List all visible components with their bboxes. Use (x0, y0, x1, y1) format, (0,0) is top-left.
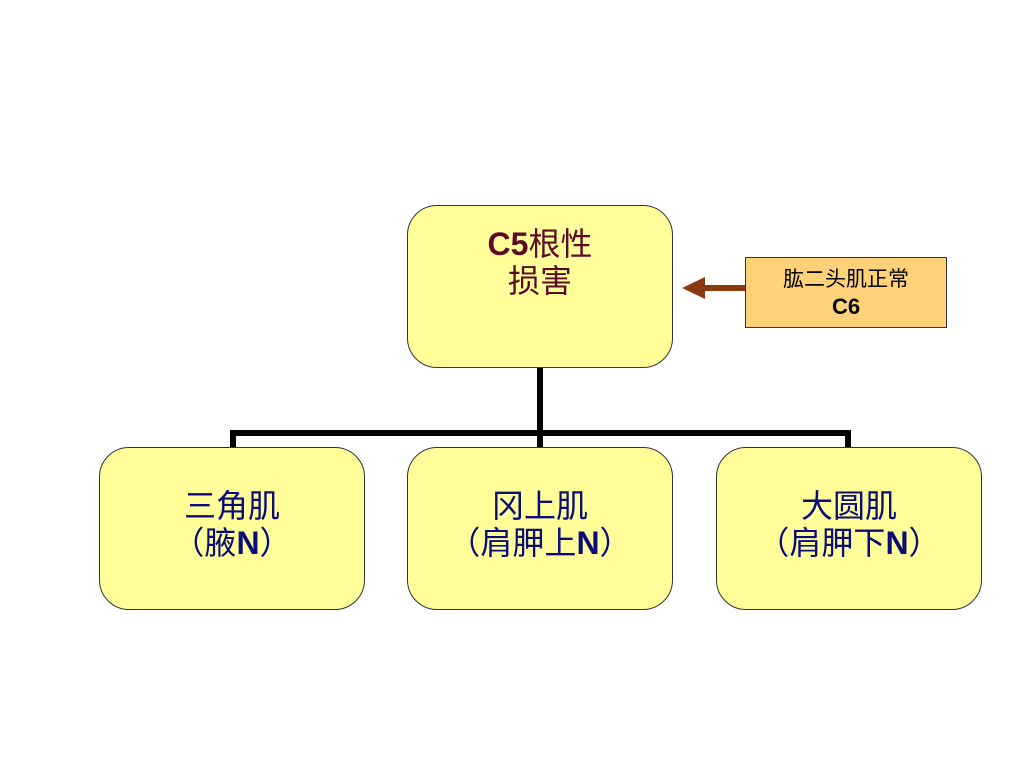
root-line-2: 损害 (507, 262, 572, 300)
child-label: 大圆肌 (800, 487, 897, 525)
child-node-supraspinatus: 冈上肌 （肩胛上N） (407, 447, 673, 610)
child-nerve-letter: N (885, 525, 909, 561)
note-code: C6 (831, 293, 861, 319)
child-nerve-suffix: ） (599, 524, 632, 562)
root-label-suffix: 根性 (528, 225, 593, 263)
child-nerve: （腋N） (172, 525, 291, 562)
child-node-teres-major: 大圆肌 （肩胛下N） (716, 447, 982, 610)
child-nerve-suffix: ） (908, 524, 941, 562)
child-nerve-letter: N (236, 525, 260, 561)
arrow-head (682, 277, 705, 299)
root-line-1: C5根性 (488, 226, 593, 263)
child-label: 三角肌 (183, 487, 280, 525)
note-text: 肱二头肌正常 (783, 266, 909, 291)
root-node: C5根性 损害 (407, 205, 673, 368)
child-nerve-prefix: （肩胛上 (448, 524, 577, 562)
child-nerve: （肩胛下N） (757, 525, 940, 562)
child-nerve-letter: N (576, 525, 600, 561)
child-node-deltoid: 三角肌 （腋N） (99, 447, 365, 610)
child-nerve-prefix: （肩胛下 (757, 524, 886, 562)
root-code: C5 (487, 226, 529, 262)
child-nerve: （肩胛上N） (448, 525, 631, 562)
child-nerve-prefix: （腋 (172, 524, 237, 562)
note-box: 肱二头肌正常 C6 (745, 257, 947, 328)
child-label: 冈上肌 (491, 487, 588, 525)
child-nerve-suffix: ） (259, 524, 292, 562)
